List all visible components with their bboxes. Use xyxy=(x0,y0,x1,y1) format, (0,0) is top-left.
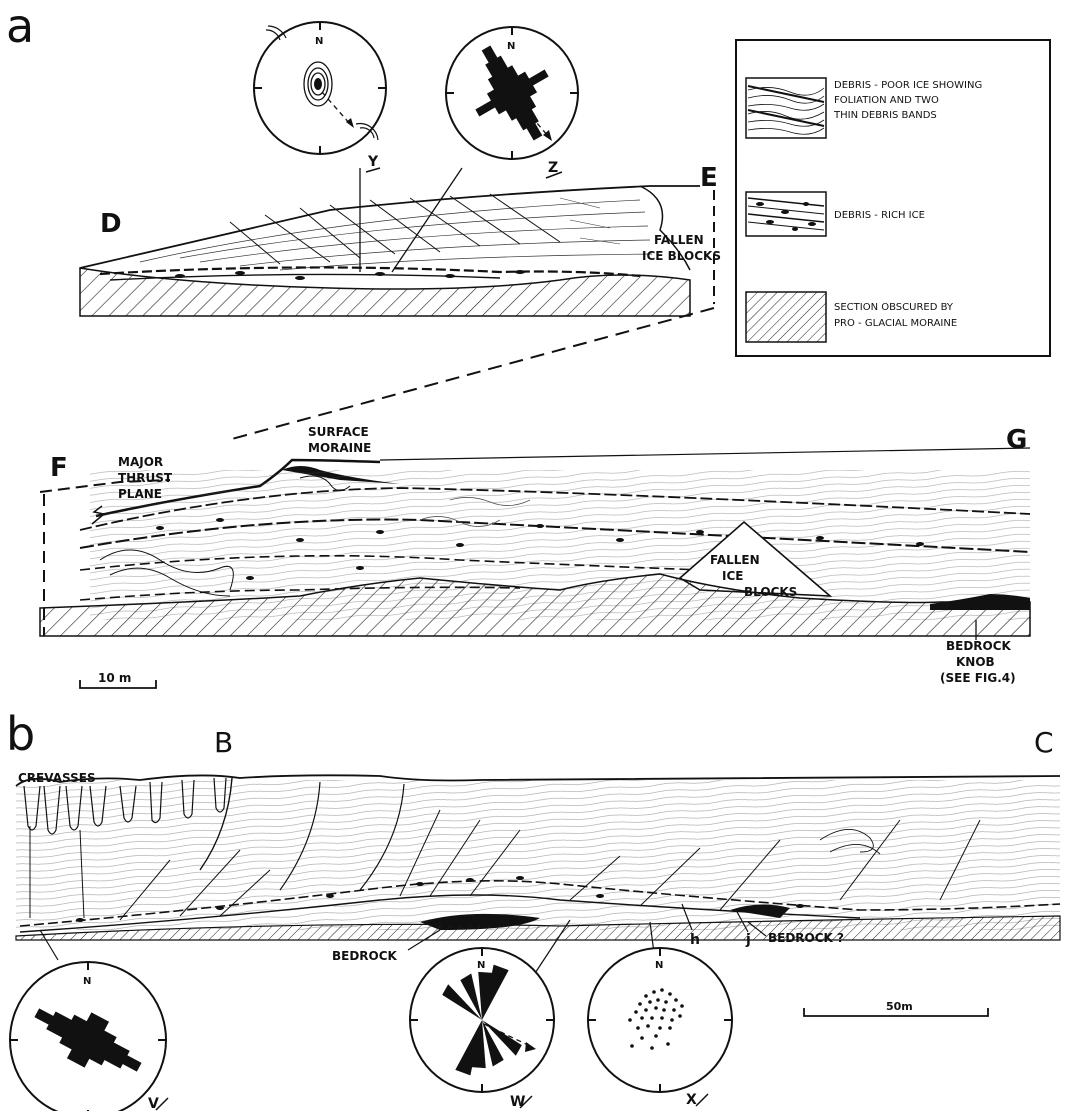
stereonet-y: N Y xyxy=(254,22,386,172)
bedrock-knob-2: KNOB xyxy=(956,655,995,669)
fallen-ice-lower-3: BLOCKS xyxy=(744,585,797,599)
point-e: E xyxy=(700,163,718,193)
fallen-ice-upper-2: ICE BLOCKS xyxy=(642,249,721,263)
stereonet-x-north: N xyxy=(655,960,663,971)
fallen-ice-upper-1: FALLEN xyxy=(654,233,704,247)
point-b: B xyxy=(214,726,233,759)
major-thrust-3: PLANE xyxy=(118,487,162,501)
crevasses-label: CREVASSES xyxy=(18,771,96,785)
major-thrust-2: THRUST xyxy=(118,471,173,485)
legend-debris-rich: DEBRIS - RICH ICE xyxy=(834,210,925,221)
surface-moraine-2: MORAINE xyxy=(308,441,371,455)
label-j: j xyxy=(745,932,751,948)
bedrock-label: BEDROCK xyxy=(332,949,398,963)
stereonet-w: N W xyxy=(410,948,554,1110)
legend-swatch-moraine xyxy=(746,292,826,342)
legend-swatch-debris-poor xyxy=(746,78,826,138)
surface-moraine-1: SURFACE xyxy=(308,425,369,439)
stereonet-y-label: Y xyxy=(367,154,379,170)
bedrock-knob-3: (SEE FIG.4) xyxy=(940,671,1016,685)
stereonet-v-north: N xyxy=(83,976,91,987)
point-d: D xyxy=(100,209,122,239)
major-thrust-1: MAJOR xyxy=(118,455,163,469)
legend-debris-poor-line3: THIN DEBRIS BANDS xyxy=(833,110,937,121)
panel-label-a: a xyxy=(6,0,34,53)
scale-bar-10m: 10 m xyxy=(80,671,156,688)
stereonet-x-label: X xyxy=(686,1092,697,1108)
fallen-ice-lower-1: FALLEN xyxy=(710,553,760,567)
stereonet-x: N X xyxy=(588,948,732,1108)
stereonet-w-north: N xyxy=(477,960,485,971)
stereonet-w-label: W xyxy=(510,1094,525,1110)
legend-debris-poor-line2: FOLIATION AND TWO xyxy=(834,95,939,106)
scale-bar-50m-label: 50m xyxy=(886,1000,913,1013)
bedrock-knob-1: BEDROCK xyxy=(946,639,1012,653)
legend-moraine-line1: SECTION OBSCURED BY xyxy=(834,302,954,313)
stereonet-v: N V xyxy=(10,962,168,1111)
point-g: G xyxy=(1006,425,1027,455)
section-b-c: B C CREVASSES BEDROCK BEDROCK ? h j xyxy=(16,726,1060,1000)
section-f-g: F G MAJOR THRUST PLANE SURFACE MORAINE F… xyxy=(40,425,1030,685)
section-d-e: D E FALLEN ICE BLOCKS xyxy=(80,163,721,316)
bedrock-question-label: BEDROCK ? xyxy=(768,931,844,945)
stereonet-z-north: N xyxy=(507,41,515,52)
legend: DEBRIS - POOR ICE SHOWING FOLIATION AND … xyxy=(736,40,1050,356)
point-c: C xyxy=(1034,726,1054,759)
stereonet-y-north: N xyxy=(315,36,323,47)
stereonet-z: N Z xyxy=(446,27,578,178)
label-h: h xyxy=(690,932,700,948)
fallen-ice-lower-2: ICE xyxy=(722,569,743,583)
connector-right xyxy=(228,308,714,440)
point-f: F xyxy=(50,453,68,483)
legend-swatch-debris-rich xyxy=(746,192,826,236)
panel-label-b: b xyxy=(6,707,35,761)
scale-bar-10m-label: 10 m xyxy=(98,671,131,685)
legend-moraine-line2: PRO - GLACIAL MORAINE xyxy=(834,318,957,329)
scale-bar-50m: 50m xyxy=(804,1000,988,1016)
legend-debris-poor-line1: DEBRIS - POOR ICE SHOWING xyxy=(834,80,982,91)
